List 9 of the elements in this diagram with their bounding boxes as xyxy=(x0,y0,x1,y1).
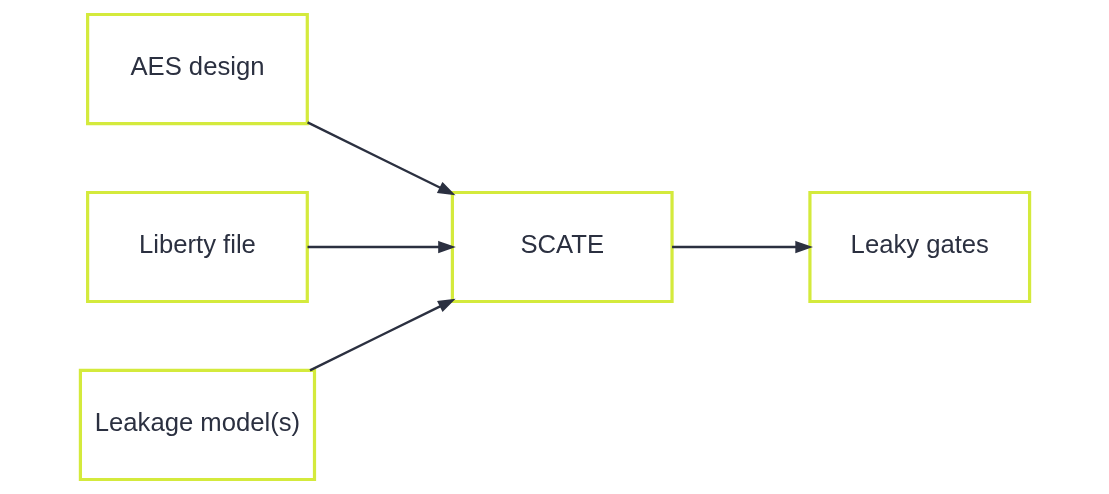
arrow xyxy=(307,240,456,254)
node-box: SCATE xyxy=(450,190,674,304)
arrow xyxy=(306,121,455,196)
node-box: Liberty file xyxy=(85,190,309,304)
arrow xyxy=(671,240,813,254)
node-box: Leakage model(s) xyxy=(78,368,316,482)
node-box: Leaky gates xyxy=(807,190,1031,304)
arrow xyxy=(308,298,456,372)
node-box: AES design xyxy=(85,12,309,126)
